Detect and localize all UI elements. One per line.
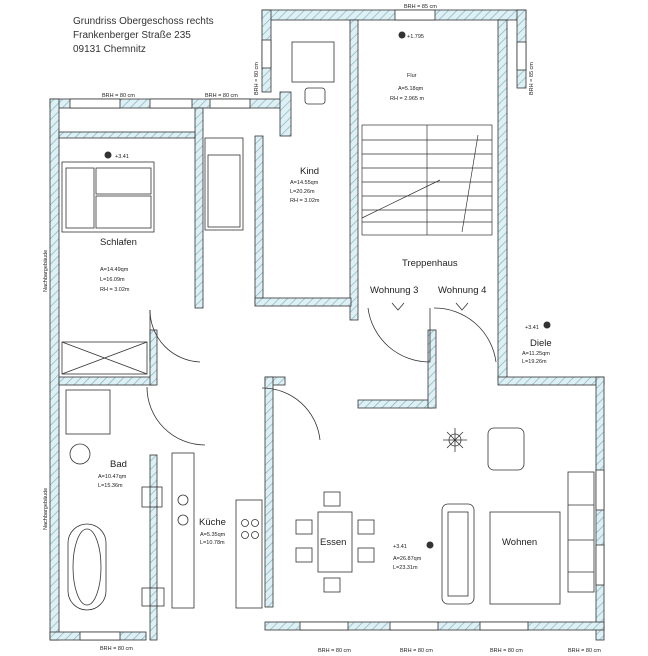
schlafen-perimeter: L=16.09m: [100, 277, 125, 283]
wardrobe: [61, 341, 148, 375]
kind-area: A=14.55qm: [290, 180, 319, 186]
plan-address-street: Frankenberger Straße 235: [73, 30, 191, 41]
brh-label-stair-right: BRH = 85 cm: [529, 62, 535, 95]
furniture: [61, 41, 595, 611]
essen-name: Essen: [320, 537, 346, 548]
ceiling-lamp-icon: [443, 428, 467, 452]
dining-table: [317, 511, 353, 573]
bad-name: Bad: [110, 459, 127, 470]
wohnen-area: A=26.87qm: [393, 556, 422, 562]
schlafen-height: RH = 3.02m: [100, 287, 130, 293]
door-swings: [146, 307, 497, 446]
diele-level: +3.41: [525, 325, 539, 331]
shelving: [567, 471, 595, 593]
sink: [141, 486, 163, 508]
washbasin: [69, 443, 91, 465]
level-marker-icon: [104, 151, 112, 159]
kueche-perimeter: L=10.78m: [200, 540, 225, 546]
neighbor-label-lower: Nachbargebäude: [43, 488, 49, 530]
schlafen-area: A=14.49qm: [100, 267, 129, 273]
neighbor-label-upper: Nachbargebäude: [43, 250, 49, 292]
brh-label-top: BRH = 85 cm: [404, 4, 437, 10]
flur-level: +1.795: [407, 34, 424, 40]
wohnen-name: Wohnen: [502, 537, 537, 548]
armchair: [487, 427, 525, 471]
diele-name: Diele: [530, 338, 552, 349]
kueche-area: A=5.35qm: [200, 532, 226, 538]
diele-area: A=11.25qm: [522, 351, 550, 357]
treppenhaus-name: Treppenhaus: [402, 258, 458, 269]
kitchen-counter-left: [171, 452, 195, 609]
bad-perimeter: L=15.36m: [98, 483, 123, 489]
brh-label-stair-left: BRH = 80 cm: [254, 62, 260, 95]
diele-perimeter: L=19.26m: [522, 359, 547, 365]
wohnung-4-label: Wohnung 4: [438, 285, 486, 296]
plan-title: Grundriss Obergeschoss rechts: [73, 16, 214, 27]
flur-height: RH = 2.965 m: [390, 96, 425, 102]
level-markers: [104, 31, 551, 549]
brh-label-bottom-1: BRH = 80 cm: [100, 646, 133, 652]
kind-perimeter: L=20.26m: [290, 189, 315, 195]
flur-area: A=5.18qm: [398, 86, 424, 92]
schlafen-name: Schlafen: [100, 237, 137, 248]
coffee-table: [489, 511, 561, 605]
wohnung-3-label: Wohnung 3: [370, 285, 418, 296]
shower: [65, 389, 111, 435]
wohnen-level: +3.41: [393, 544, 407, 550]
brh-label-bottom-5: BRH = 80 cm: [568, 648, 601, 654]
flur-name: Flur: [407, 73, 417, 79]
brh-label-bottom-3: BRH = 80 cm: [400, 648, 433, 654]
sofa: [441, 503, 475, 605]
kind-height: RH = 3.02m: [290, 198, 320, 204]
kueche-name: Küche: [199, 517, 226, 528]
bathtub: [67, 523, 107, 611]
brh-label-bottom-4: BRH = 80 cm: [490, 648, 523, 654]
brh-label-bottom-2: BRH = 80 cm: [318, 648, 351, 654]
level-marker-icon: [426, 541, 434, 549]
brh-label-schlafen: BRH = 80 cm: [102, 93, 135, 99]
double-bed: [61, 161, 155, 233]
entrance-arrows: [391, 302, 469, 311]
bad-area: A=10.47qm: [98, 474, 127, 480]
staircase: [361, 124, 493, 236]
chair: [304, 87, 326, 105]
level-marker-icon: [398, 31, 406, 39]
windows: [69, 9, 605, 641]
wohnen-perimeter: L=23.31m: [393, 565, 418, 571]
kind-name: Kind: [300, 166, 319, 177]
brh-label-kind: BRH = 80 cm: [205, 93, 238, 99]
single-bed: [204, 137, 244, 231]
schlafen-level: +3.41: [115, 154, 129, 160]
desk: [291, 41, 335, 83]
kitchen-counter-right: [235, 499, 263, 609]
level-marker-icon: [543, 321, 551, 329]
toilet: [141, 587, 165, 607]
plan-address-city: 09131 Chemnitz: [73, 44, 146, 55]
